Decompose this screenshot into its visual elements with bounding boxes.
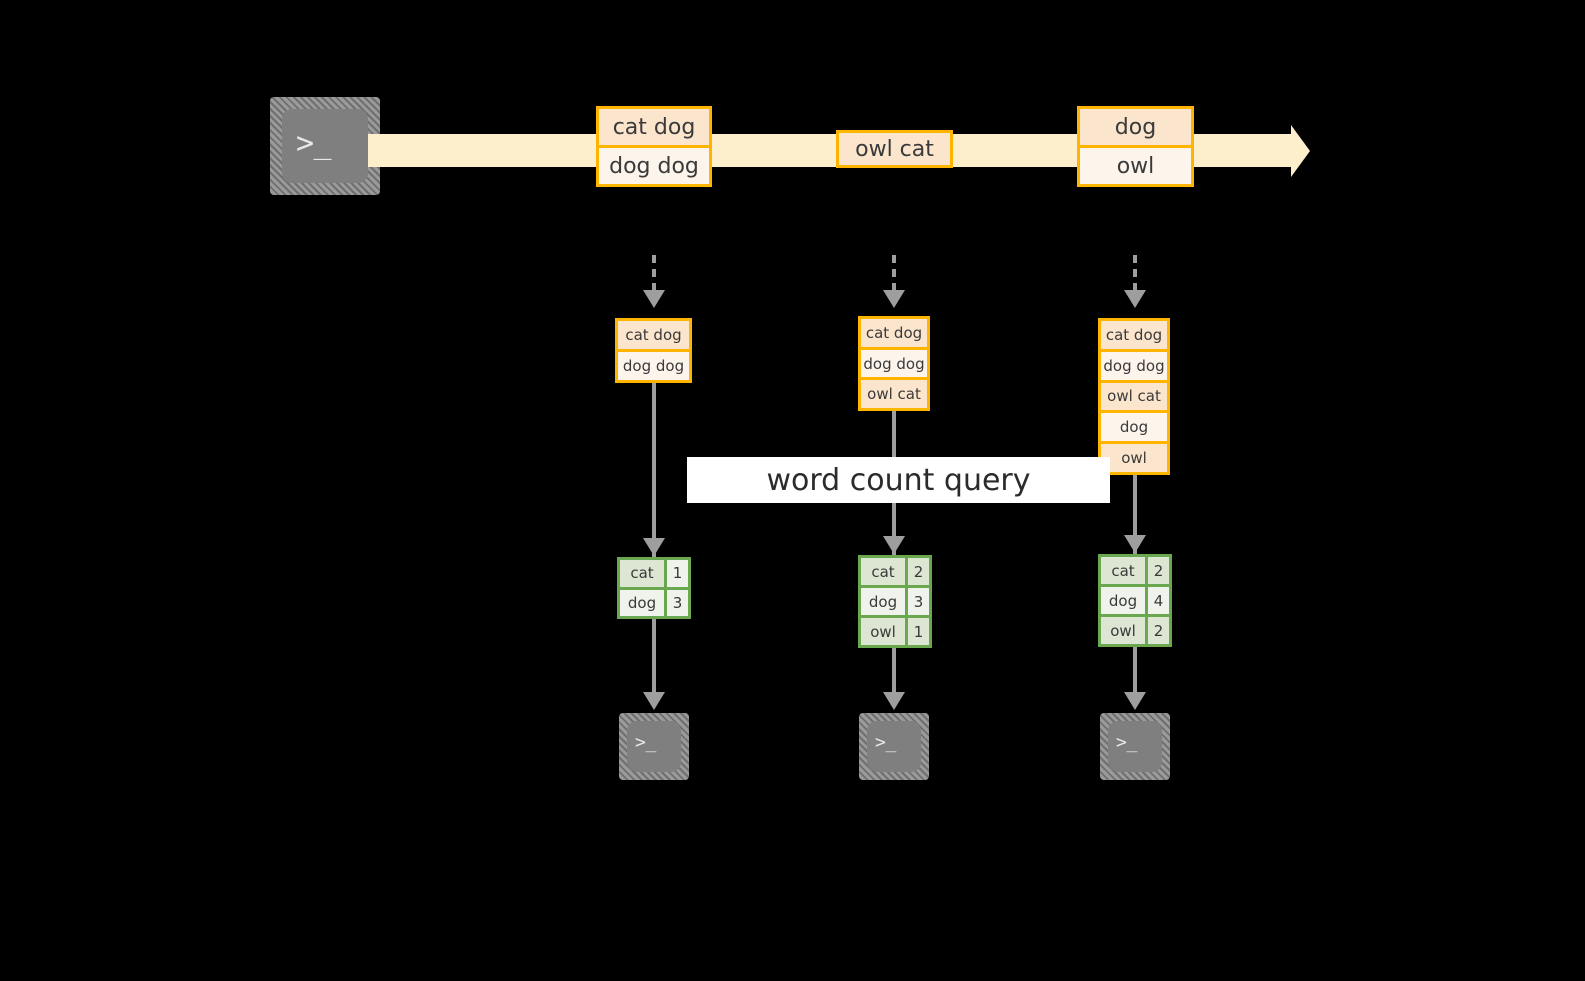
snapshot-input-line: cat dog [861,319,927,347]
snapshot-1-result-table[interactable]: cat 1 dog 3 [617,557,691,619]
terminal-prompt-glyph: >_ [875,732,896,753]
result-count: 1 [908,618,929,645]
snapshot-3-query-arrowhead [1124,535,1146,553]
snapshot-2-sink-arrowhead [883,692,905,710]
stream-event-1[interactable]: cat dog dog dog [596,106,712,187]
stream-event-line: cat dog [599,109,709,145]
stream-event-line: dog dog [599,145,709,184]
result-count: 2 [1148,617,1169,644]
result-word: cat [1101,557,1148,584]
stream-tap-arrowhead-3 [1124,290,1146,308]
snapshot-2-query-arrowhead [883,536,905,554]
snapshot-input-line: dog dog [618,349,689,380]
result-row: cat 2 [861,558,929,585]
stream-tap-line-3 [1133,255,1137,291]
result-count: 3 [667,589,688,616]
stream-tap-arrowhead-1 [643,290,665,308]
terminal-screen [282,109,368,183]
snapshot-input-line: dog [1101,410,1167,442]
snapshot-input-line: owl cat [1101,379,1167,411]
stream-tap-line-1 [652,255,656,291]
source-terminal-icon: >_ [270,97,380,195]
snapshot-input-line: cat dog [1101,321,1167,349]
terminal-screen [867,721,921,772]
stream-tap-line-2 [892,255,896,291]
snapshot-1-query-arrowhead [643,538,665,556]
snapshot-2-result-table[interactable]: cat 2 dog 3 owl 1 [858,555,932,648]
result-row: dog 3 [620,586,688,616]
result-row: owl 1 [861,615,929,645]
event-stream-arrowhead [1291,125,1310,177]
terminal-prompt-glyph: >_ [296,126,332,161]
terminal-screen [1108,721,1162,772]
snapshot-2-input-table[interactable]: cat dog dog dog owl cat [858,316,930,411]
snapshot-3-query-line [1133,475,1137,555]
snapshot-input-line: owl cat [861,377,927,409]
stream-event-line: dog [1080,109,1191,145]
stream-event-line: owl [1080,145,1191,184]
snapshot-input-line: dog dog [1101,348,1167,380]
terminal-screen [627,721,681,772]
result-row: owl 2 [1101,614,1169,644]
result-word: cat [620,560,667,587]
result-row: dog 3 [861,585,929,615]
snapshot-3-result-table[interactable]: cat 2 dog 4 owl 2 [1098,554,1172,647]
snapshot-1-sink-line [652,619,656,694]
terminal-prompt-glyph: >_ [1116,732,1137,753]
snapshot-3-sink-line [1133,647,1137,694]
result-row: cat 1 [620,560,688,587]
result-word: owl [1101,617,1148,644]
result-word: cat [861,558,908,585]
snapshot-input-line: dog dog [861,346,927,378]
result-count: 2 [1148,557,1169,584]
snapshot-input-line: owl [1101,441,1167,472]
stream-tap-arrowhead-2 [883,290,905,308]
snapshot-1-query-line [652,383,656,558]
stream-event-2[interactable]: owl cat [836,130,953,168]
terminal-prompt-glyph: >_ [635,732,656,753]
snapshot-3-sink-terminal-icon: >_ [1100,713,1170,780]
result-word: dog [620,589,667,616]
result-word: dog [1101,587,1148,614]
snapshot-1-sink-terminal-icon: >_ [619,713,689,780]
result-word: owl [861,618,908,645]
stream-event-3[interactable]: dog owl [1077,106,1194,187]
query-label-band: word count query [687,457,1110,503]
query-label-text: word count query [766,462,1031,498]
result-count: 4 [1148,587,1169,614]
snapshot-2-sink-terminal-icon: >_ [859,713,929,780]
snapshot-1-sink-arrowhead [643,692,665,710]
snapshot-3-sink-arrowhead [1124,692,1146,710]
snapshot-2-sink-line [892,648,896,694]
result-count: 1 [667,560,688,587]
result-count: 3 [908,588,929,615]
stream-event-line: owl cat [839,133,950,165]
result-word: dog [861,588,908,615]
result-row: dog 4 [1101,584,1169,614]
snapshot-3-input-table[interactable]: cat dog dog dog owl cat dog owl [1098,318,1170,475]
snapshot-input-line: cat dog [618,321,689,349]
result-count: 2 [908,558,929,585]
snapshot-1-input-table[interactable]: cat dog dog dog [615,318,692,383]
result-row: cat 2 [1101,557,1169,584]
